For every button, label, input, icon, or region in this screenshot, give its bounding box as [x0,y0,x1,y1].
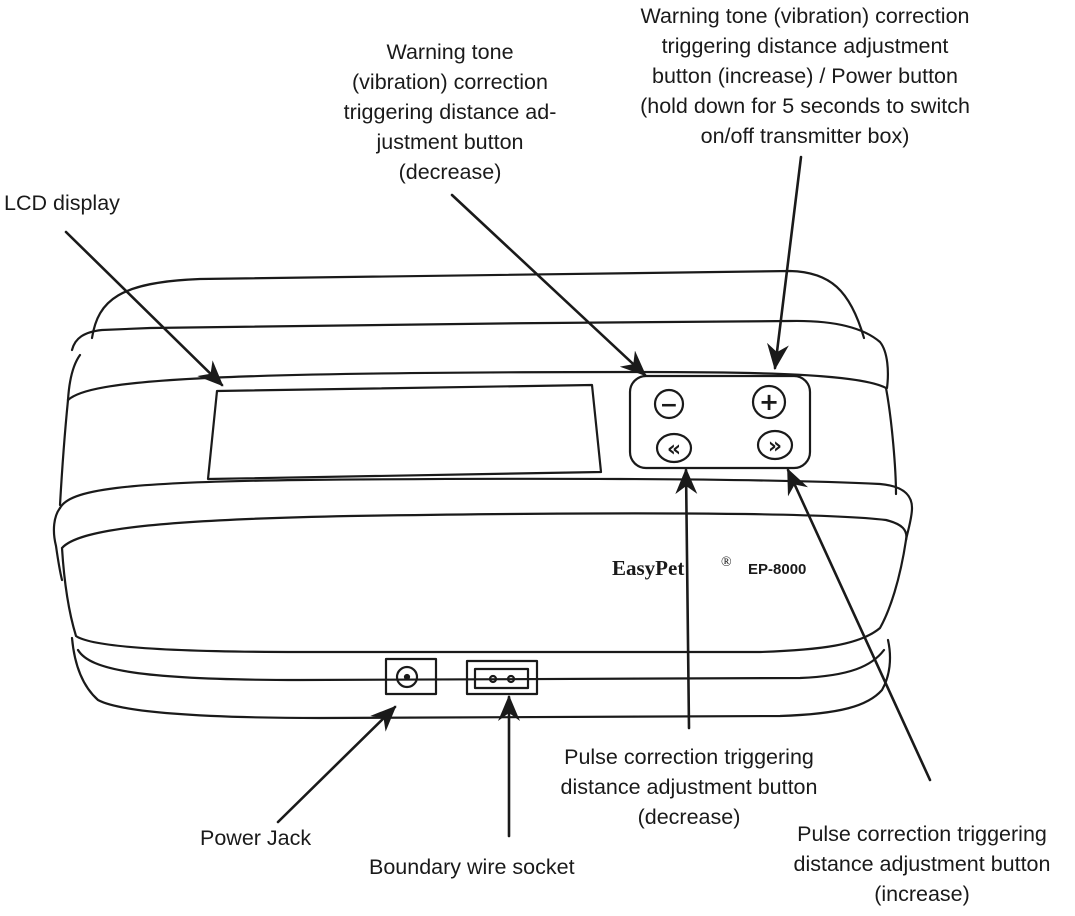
label-line: Warning tone (vibration) correction [640,4,970,28]
label-line: (decrease) [637,805,741,829]
housing-base-inner [76,648,886,682]
pulse-decrease-label: Pulse correction triggering distance adj… [530,742,848,832]
pulse-increase-arrow [786,468,932,782]
forward-button [756,429,794,461]
label-line: on/off transmitter box) [700,124,910,148]
plus-button-symbol: + [759,388,779,416]
plus-button [751,384,787,420]
lcd-screen [206,383,603,481]
housing-lower-front [60,512,908,654]
model-name: EP-8000 [748,561,806,578]
label-line: button (increase) / Power button [652,64,958,88]
boundary-wire-socket-inner [473,667,530,690]
tone-increase-arrow [767,155,803,370]
boundary-wire-socket [465,659,539,696]
label-line: Pulse correction triggering [797,822,1047,846]
forward-button-symbol: » [768,434,782,459]
housing-base [70,636,892,720]
button-panel [628,374,812,470]
housing-upper-band-inner [66,353,82,402]
housing-middle-band [58,477,914,542]
power-jack-label: Power Jack [200,823,311,853]
housing-upper-band [70,319,889,390]
rewind-button-symbol: « [667,437,681,462]
tone-decrease-label: Warning tone (vibration) correction trig… [320,37,580,187]
housing-middle-band-left [52,506,64,582]
lcd-display-label: LCD display [4,188,120,218]
tone-decrease-arrow [450,193,647,377]
housing-front-face [66,370,898,496]
minus-button-symbol: − [660,393,678,418]
housing-top-dome [90,269,866,340]
label-line: Boundary wire socket [369,855,575,879]
power-jack-arrow [276,705,397,824]
brand-name: EasyPet [612,556,684,580]
pulse-decrease-arrow [675,468,698,730]
label-line: distance adjustment button [793,852,1051,876]
label-line: Pulse correction triggering [564,745,814,769]
label-line: (decrease) [398,160,502,184]
label-line: (vibration) correction [352,70,548,94]
socket-pin-right [506,674,516,684]
label-line: Warning tone [386,40,514,64]
power-jack [384,657,438,696]
power-jack-hole [395,665,419,689]
pulse-increase-label: Pulse correction triggering distance adj… [770,819,1074,909]
minus-button [653,388,685,420]
label-line: Power Jack [200,826,312,850]
power-jack-pin [403,673,411,681]
label-line: triggering distance adjustment [661,34,949,58]
rewind-button [655,432,693,464]
boundary-wire-socket-label: Boundary wire socket [369,852,575,882]
label-line: (hold down for 5 seconds to switch [640,94,970,118]
lcd-display-arrow [64,230,224,387]
label-line: triggering distance ad- [343,100,557,124]
registered-mark: ® [721,555,732,570]
label-line: distance adjustment button [560,775,818,799]
label-line: justment button [376,130,524,154]
label-line: (increase) [874,882,970,906]
socket-pin-left [488,674,498,684]
housing-left-side [58,398,70,507]
tone-increase-power-label: Warning tone (vibration) correction trig… [600,1,1010,151]
label-line: LCD display [4,191,120,215]
